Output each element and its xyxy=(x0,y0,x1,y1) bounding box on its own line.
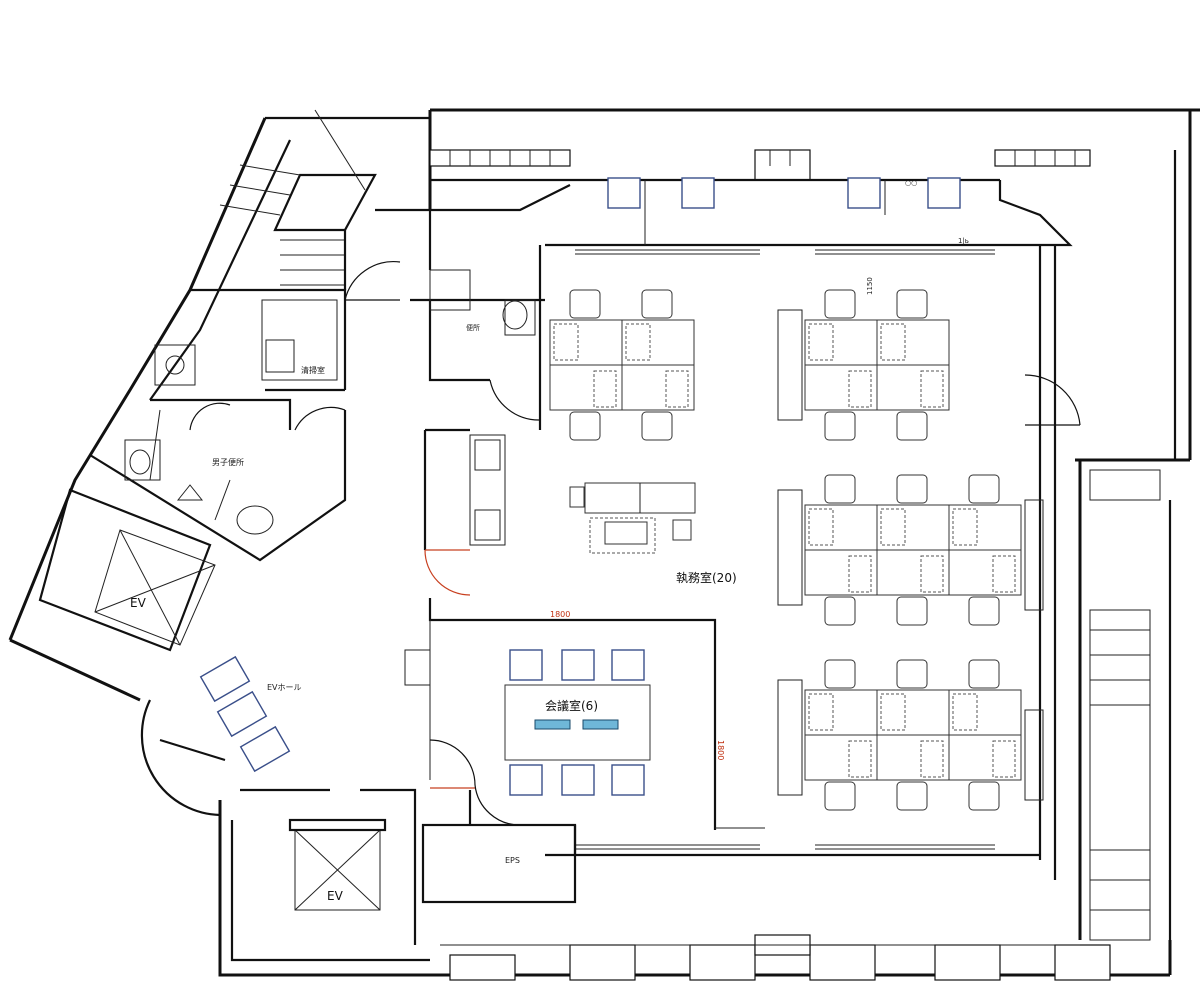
chair xyxy=(824,596,856,626)
desk-pedestal xyxy=(920,740,944,778)
chair xyxy=(896,411,928,441)
mens-toilet-label: 男子便所 xyxy=(212,457,244,467)
svg-text:○○: ○○ xyxy=(905,179,917,187)
desk-pedestal xyxy=(848,555,872,593)
desk xyxy=(876,549,950,596)
chair xyxy=(968,474,1000,504)
chair xyxy=(824,411,856,441)
elevator-2: EV xyxy=(240,788,417,945)
meeting-room-label: 会議室(6) xyxy=(545,698,598,713)
top-window-strip xyxy=(429,149,1091,247)
chair xyxy=(641,289,673,319)
desk xyxy=(804,319,878,366)
desk xyxy=(876,364,950,411)
desk-pedestal xyxy=(952,508,978,546)
desk-pedestal xyxy=(848,370,872,408)
desk xyxy=(549,364,623,411)
desk-clusters xyxy=(549,289,1022,811)
chair xyxy=(896,781,928,811)
desk xyxy=(621,364,695,411)
desk-pedestal xyxy=(880,508,906,546)
dim-meeting-side: 1800 xyxy=(716,740,725,760)
desk xyxy=(948,734,1022,781)
desk-pedestal xyxy=(992,555,1016,593)
desk xyxy=(804,549,878,596)
office-right-door xyxy=(1024,374,1081,426)
chair xyxy=(824,659,856,689)
desk xyxy=(948,689,1022,736)
chair xyxy=(896,289,928,319)
chair xyxy=(896,596,928,626)
svg-text:1|ь: 1|ь xyxy=(958,237,969,245)
toilet-label: 便所 xyxy=(466,323,480,332)
desk xyxy=(804,734,878,781)
desk xyxy=(876,689,950,736)
chair xyxy=(968,596,1000,626)
desk-pedestal xyxy=(808,693,834,731)
desk-pedestal xyxy=(880,323,906,361)
desk xyxy=(876,319,950,366)
cabinets xyxy=(777,309,1044,801)
desk-pedestal xyxy=(665,370,689,408)
office-label: 執務室(20) xyxy=(676,570,737,585)
elevator-1-label: EV xyxy=(130,596,147,610)
chair xyxy=(968,781,1000,811)
eps-room: EPS xyxy=(421,790,577,904)
desk-cluster-4 xyxy=(804,659,1022,811)
desk-pedestal xyxy=(920,370,944,408)
desk xyxy=(876,734,950,781)
chair xyxy=(896,659,928,689)
desk-pedestal xyxy=(593,370,617,408)
desk xyxy=(948,549,1022,596)
desk xyxy=(621,319,695,366)
desk xyxy=(804,504,878,551)
desk xyxy=(948,504,1022,551)
desk-pedestal xyxy=(553,323,579,361)
top-booth-chairs: ○○ 1|ь xyxy=(607,177,969,245)
office-window-rails xyxy=(575,249,995,850)
desk-pedestal xyxy=(992,740,1016,778)
toilet-room: 便所 xyxy=(410,245,545,550)
chair xyxy=(968,659,1000,689)
desk-cluster-2 xyxy=(804,289,950,441)
elevator-1: EV xyxy=(38,488,216,652)
eps-label: EPS xyxy=(505,856,520,865)
cleaning-room: 清掃室 xyxy=(190,260,401,392)
desk-cluster-3 xyxy=(804,474,1022,626)
kitchenette xyxy=(424,434,506,596)
desk xyxy=(804,364,878,411)
central-island xyxy=(569,482,696,554)
chair xyxy=(824,781,856,811)
desk xyxy=(549,319,623,366)
ev-hall: EVホール xyxy=(140,655,302,817)
bottom-window-strip xyxy=(440,934,1111,981)
desk-pedestal xyxy=(952,693,978,731)
desk-pedestal xyxy=(920,555,944,593)
desk xyxy=(804,689,878,736)
desk-pedestal xyxy=(808,323,834,361)
dim-1150: 1150 xyxy=(866,277,874,295)
meeting-room: 会議室(6) 1800 1800 xyxy=(404,598,765,830)
chair xyxy=(824,474,856,504)
outer-walls xyxy=(8,108,1200,977)
chair xyxy=(896,474,928,504)
staircase xyxy=(219,109,432,290)
right-side-stair xyxy=(1089,469,1161,941)
desk xyxy=(876,504,950,551)
chair xyxy=(641,411,673,441)
desk-pedestal xyxy=(848,740,872,778)
chair xyxy=(569,411,601,441)
ev-hall-label: EVホール xyxy=(267,683,302,692)
desk-pedestal xyxy=(880,693,906,731)
dim-meeting-top: 1800 xyxy=(550,610,570,619)
chair xyxy=(824,289,856,319)
chair xyxy=(569,289,601,319)
desk-pedestal xyxy=(808,508,834,546)
desk-pedestal xyxy=(625,323,651,361)
elevator-2-label: EV xyxy=(327,889,344,903)
desk-cluster-1 xyxy=(549,289,695,441)
mens-toilet: 男子便所 xyxy=(89,344,347,562)
cleaning-room-label: 清掃室 xyxy=(301,365,325,375)
